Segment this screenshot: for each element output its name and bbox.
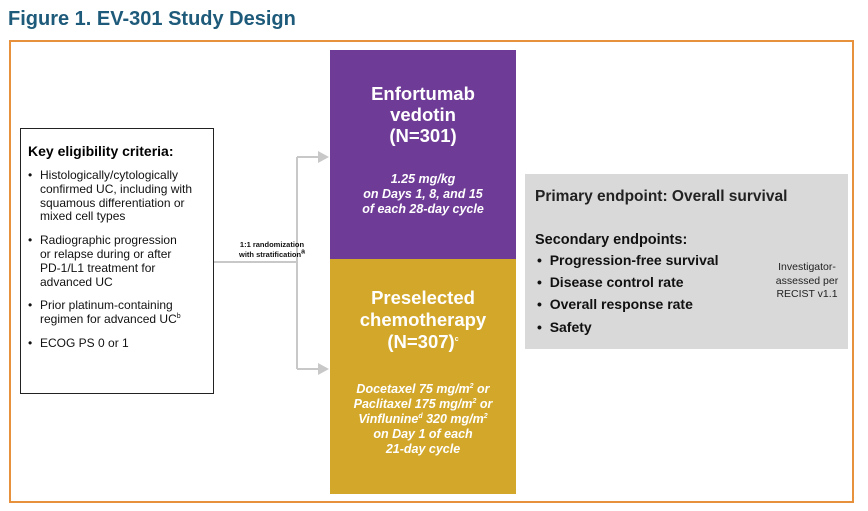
eligibility-list: • Histologically/cytologically confirmed… [28, 168, 207, 351]
bullet-icon: • [28, 298, 33, 313]
bullet-icon: • [537, 296, 542, 312]
bullet-icon: • [537, 274, 542, 290]
arm-chemo-name: Preselected chemotherapy (N=307)c [359, 287, 487, 352]
footnote-marker: a [301, 248, 305, 256]
secondary-endpoint: • Safety [537, 319, 592, 335]
bullet-icon: • [537, 252, 542, 268]
eligibility-item: • Prior platinum-containing regimen for … [28, 298, 181, 327]
investigator-note: Investigator- assessed per RECIST v1.1 [775, 261, 839, 300]
eligibility-item: • Histologically/cytologically confirmed… [28, 168, 193, 224]
footnote-marker: c [454, 335, 459, 343]
secondary-endpoint: • Progression-free survival [537, 252, 719, 268]
figure-title: Figure 1. EV-301 Study Design [8, 8, 296, 30]
eligibility-heading: Key eligibility criteria: [28, 143, 174, 159]
footnote-marker: d [418, 412, 423, 420]
primary-endpoint: Primary endpoint: Overall survival [535, 188, 788, 205]
secondary-endpoint: • Overall response rate [537, 296, 693, 312]
randomization-label: 1:1 randomization with stratificationa [239, 240, 305, 259]
bullet-icon: • [28, 335, 33, 350]
endpoints-box: Primary endpoint: Overall survival Secon… [525, 174, 848, 349]
arrowhead-ev-icon [318, 151, 329, 163]
arm-chemo-dose: Docetaxel 75 mg/m2 or Paclitaxel 175 mg/… [353, 382, 493, 456]
arm-ev-name: Enfortumab vedotin (N=301) [371, 83, 475, 146]
eligibility-item: • ECOG PS 0 or 1 [28, 335, 129, 350]
bullet-icon: • [28, 168, 33, 182]
bullet-icon: • [28, 233, 33, 248]
figure-frame [9, 40, 854, 503]
secondary-endpoints-heading: Secondary endpoints: [535, 232, 688, 248]
arm-chemotherapy: Preselected chemotherapy (N=307)c Doceta… [330, 259, 516, 494]
eligibility-box: Key eligibility criteria: • Histological… [20, 128, 214, 394]
eligibility-item: • Radiographic progression or relapse du… [28, 233, 177, 289]
footnote-marker: b [176, 313, 181, 321]
bullet-icon: • [537, 319, 542, 335]
arm-enfortumab-vedotin: Enfortumab vedotin (N=301) 1.25 mg/kg on… [330, 50, 516, 259]
secondary-endpoint: • Disease control rate [537, 274, 684, 290]
arm-ev-dose: 1.25 mg/kg on Days 1, 8, and 15 of each … [362, 172, 484, 216]
arrowhead-chemo-icon [318, 363, 329, 375]
